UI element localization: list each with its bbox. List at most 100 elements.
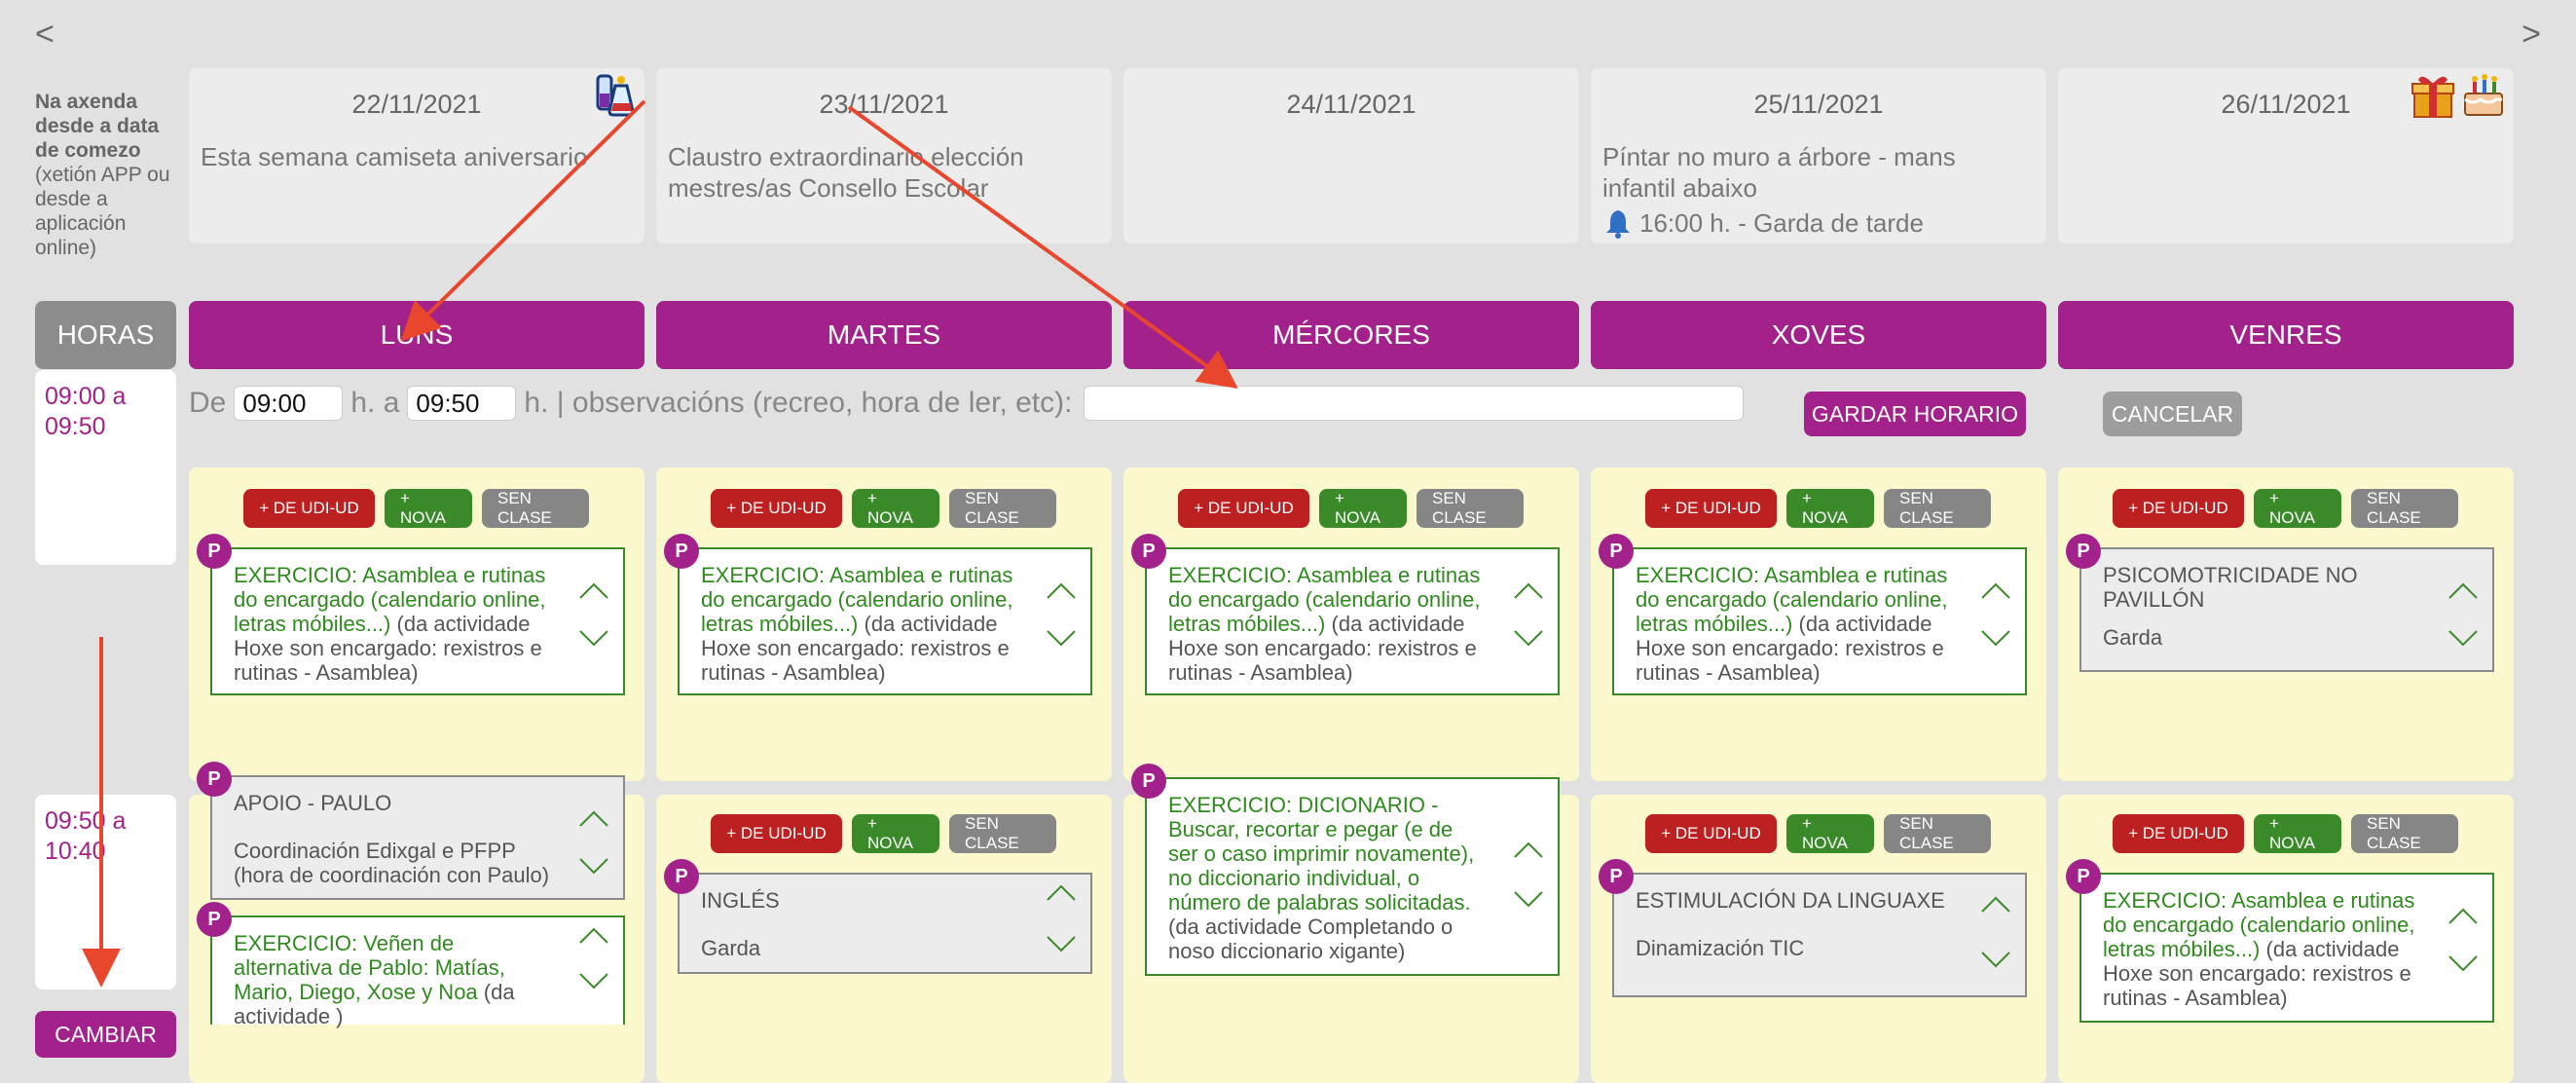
day-card-tue[interactable]: 23/11/2021 Claustro extraordinario elecc…	[656, 68, 1112, 243]
activity-card[interactable]: P EXERCICIO: Asamblea e rutinas do encar…	[1599, 534, 2027, 695]
day-card-mon[interactable]: 22/11/2021 Esta semana camiseta aniversa…	[189, 68, 644, 243]
next-week-button[interactable]: >	[2521, 16, 2541, 53]
day-card-wed[interactable]: 24/11/2021	[1123, 68, 1579, 243]
no-class-button[interactable]: SEN CLASE	[949, 489, 1056, 528]
activity-sub: Dinamización TIC	[1636, 936, 1805, 960]
agenda-note-rest: (xetión APP ou desde a aplicación online…	[35, 164, 170, 259]
slot-cell[interactable]: + DE UDI-UD + NOVA SEN CLASE P INGLÉS Ga…	[656, 795, 1112, 1083]
slot-label-1[interactable]: 09:00 a 09:50	[35, 370, 176, 565]
slot-cell[interactable]: + DE UDI-UD + NOVA SEN CLASE P EXERCICIO…	[1123, 467, 1579, 781]
move-up-icon[interactable]	[1044, 880, 1079, 906]
move-down-icon[interactable]	[1511, 886, 1546, 912]
day-card-thu[interactable]: 25/11/2021 Píntar no muro a árbore - man…	[1591, 68, 2046, 243]
day-date: 25/11/2021	[1753, 90, 1884, 119]
move-up-icon[interactable]	[1978, 892, 2013, 917]
move-down-icon[interactable]	[1978, 947, 2013, 972]
from-time-input[interactable]	[234, 386, 344, 421]
save-schedule-button[interactable]: GARDAR HORARIO	[1804, 392, 2026, 436]
move-down-icon[interactable]	[1511, 625, 1546, 651]
activity-card[interactable]: P EXERCICIO: Asamblea e rutinas do encar…	[1131, 534, 1560, 695]
add-new-button[interactable]: + NOVA	[1786, 489, 1874, 528]
activity-card[interactable]: P INGLÉS Garda	[664, 859, 1092, 974]
add-new-button[interactable]: + NOVA	[852, 489, 939, 528]
move-up-icon[interactable]	[576, 579, 611, 604]
move-down-icon[interactable]	[576, 853, 611, 878]
slot-button-row: + DE UDI-UD + NOVA SEN CLASE	[2113, 489, 2458, 528]
no-class-button[interactable]: SEN CLASE	[482, 489, 589, 528]
cancel-button[interactable]: CANCELAR	[2103, 392, 2242, 436]
p-badge: P	[664, 534, 699, 569]
activity-title: EXERCICIO: Asamblea e rutinas do encarga…	[1636, 563, 1948, 636]
p-badge: P	[1131, 764, 1166, 799]
move-down-icon[interactable]	[1044, 931, 1079, 956]
add-from-ud-button[interactable]: + DE UDI-UD	[2113, 814, 2244, 853]
reminder: 16:00 h. - Garda de tarde	[1602, 207, 2035, 239]
activity-card[interactable]: P ESTIMULACIÓN DA LINGUAXE Dinamización …	[1599, 859, 2027, 997]
slot-cell[interactable]: + DE UDI-UD + NOVA SEN CLASE P EXERCICIO…	[656, 467, 1112, 781]
activity-title: EXERCICIO: Asamblea e rutinas do encarga…	[1168, 563, 1481, 636]
no-class-button[interactable]: SEN CLASE	[1884, 489, 1991, 528]
p-badge: P	[2066, 534, 2101, 569]
to-time-input[interactable]	[407, 386, 517, 421]
move-down-icon[interactable]	[1044, 625, 1079, 651]
day-card-fri[interactable]: 26/11/2021	[2058, 68, 2514, 243]
day-note: Esta semana camiseta aniversario	[201, 142, 588, 171]
slot-cell[interactable]: + DE UDI-UD + NOVA SEN CLASE P EXERCICIO…	[189, 467, 644, 781]
move-down-icon[interactable]	[1978, 625, 2013, 651]
slot-cell[interactable]: + DE UDI-UD + NOVA SEN CLASE P ESTIMULAC…	[1591, 795, 2046, 1083]
activity-card[interactable]: P EXERCICIO: Veñen de alternativa de Pab…	[197, 902, 625, 1028]
add-new-button[interactable]: + NOVA	[1786, 814, 1874, 853]
schedule-edit-row: De h. a h. | observacións (recreo, hora …	[189, 386, 1745, 421]
move-up-icon[interactable]	[576, 806, 611, 832]
gift-icon	[2411, 76, 2454, 118]
move-up-icon[interactable]	[576, 923, 611, 949]
add-new-button[interactable]: + NOVA	[1319, 489, 1407, 528]
no-class-button[interactable]: SEN CLASE	[2351, 814, 2458, 853]
move-up-icon[interactable]	[1044, 579, 1079, 604]
prev-week-button[interactable]: <	[35, 16, 55, 53]
slot-cell[interactable]: P APOIO - PAULO Coordinación Edixgal e P…	[189, 762, 644, 1083]
add-from-ud-button[interactable]: + DE UDI-UD	[711, 814, 842, 853]
activity-card[interactable]: P EXERCICIO: Asamblea e rutinas do encar…	[197, 534, 625, 695]
add-from-ud-button[interactable]: + DE UDI-UD	[711, 489, 842, 528]
add-new-button[interactable]: + NOVA	[2254, 814, 2341, 853]
add-from-ud-button[interactable]: + DE UDI-UD	[1645, 489, 1777, 528]
move-up-icon[interactable]	[1978, 579, 2013, 604]
move-down-icon[interactable]	[576, 968, 611, 993]
activity-card[interactable]: P EXERCICIO: DICIONARIO - Buscar, recort…	[1131, 764, 1560, 976]
move-up-icon[interactable]	[2446, 579, 2481, 604]
add-from-ud-button[interactable]: + DE UDI-UD	[2113, 489, 2244, 528]
move-down-icon[interactable]	[576, 625, 611, 651]
observations-input[interactable]	[1084, 386, 1745, 421]
activity-card[interactable]: P PSICOMOTRICIDADE NO PAVILLÓN Garda	[2066, 534, 2494, 672]
activity-title: INGLÉS	[701, 888, 780, 913]
activity-card[interactable]: P APOIO - PAULO Coordinación Edixgal e P…	[197, 762, 625, 900]
slot-cell[interactable]: + DE UDI-UD + NOVA SEN CLASE P EXERCICIO…	[2058, 795, 2514, 1083]
change-button[interactable]: CAMBIAR	[35, 1011, 176, 1058]
add-new-button[interactable]: + NOVA	[2254, 489, 2341, 528]
slot-cell[interactable]: + DE UDI-UD + NOVA SEN CLASE P EXERCICIO…	[1591, 467, 2046, 781]
no-class-button[interactable]: SEN CLASE	[1884, 814, 1991, 853]
add-new-button[interactable]: + NOVA	[852, 814, 939, 853]
day-note: Píntar no muro a árbore - mans infantil …	[1602, 142, 1956, 203]
move-down-icon[interactable]	[2446, 625, 2481, 651]
slot-cell[interactable]: P EXERCICIO: DICIONARIO - Buscar, recort…	[1123, 764, 1579, 1083]
move-up-icon[interactable]	[1511, 838, 1546, 863]
no-class-button[interactable]: SEN CLASE	[1417, 489, 1524, 528]
no-class-button[interactable]: SEN CLASE	[2351, 489, 2458, 528]
activity-card[interactable]: P EXERCICIO: Asamblea e rutinas do encar…	[2066, 859, 2494, 1023]
no-class-button[interactable]: SEN CLASE	[949, 814, 1056, 853]
add-from-ud-button[interactable]: + DE UDI-UD	[1178, 489, 1309, 528]
activity-card[interactable]: P EXERCICIO: Asamblea e rutinas do encar…	[664, 534, 1092, 695]
slot-cell[interactable]: + DE UDI-UD + NOVA SEN CLASE P PSICOMOTR…	[2058, 467, 2514, 781]
add-from-ud-button[interactable]: + DE UDI-UD	[243, 489, 375, 528]
add-new-button[interactable]: + NOVA	[385, 489, 472, 528]
move-up-icon[interactable]	[2446, 904, 2481, 929]
agenda-note-bold: Na axenda desde a data de comezo	[35, 91, 160, 162]
add-from-ud-button[interactable]: + DE UDI-UD	[1645, 814, 1777, 853]
slot-label-2[interactable]: 09:50 a 10:40	[35, 795, 176, 990]
move-up-icon[interactable]	[1511, 579, 1546, 604]
header-tue: MARTES	[656, 301, 1112, 369]
p-badge: P	[2066, 859, 2101, 894]
move-down-icon[interactable]	[2446, 951, 2481, 976]
